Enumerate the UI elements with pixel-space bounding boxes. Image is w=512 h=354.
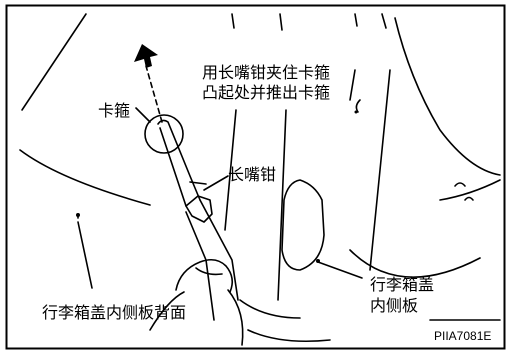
access-hole xyxy=(281,179,325,271)
leader-pliers xyxy=(203,175,229,191)
inner-panel-label-line-1: 行李箱盖 xyxy=(370,275,435,294)
leader-inner-panel xyxy=(317,261,363,279)
push-direction-arrow-icon xyxy=(134,44,158,68)
clip-icon xyxy=(144,114,184,154)
panel-vertical-1 xyxy=(231,13,235,29)
panel-line-mid xyxy=(224,109,237,231)
inner-panel-label-line-2: 内侧板 xyxy=(370,296,419,315)
instruction-line-1: 用长嘴钳夹住卡箍 xyxy=(202,63,331,82)
panel-small-curve-2 xyxy=(464,196,474,201)
leader-trim-back-2 xyxy=(77,221,93,289)
panel-vertical-3 xyxy=(354,13,358,27)
trim-back-label: 行李箱盖内侧板背面 xyxy=(42,303,187,322)
panel-line-right-2 xyxy=(394,17,501,176)
panel-small-curve xyxy=(454,182,466,187)
panel-vertical-2 xyxy=(279,13,283,31)
panel-line-right xyxy=(369,69,391,271)
panel-lower-curve xyxy=(349,249,481,278)
leader-clip xyxy=(135,107,151,123)
hand-icon xyxy=(149,258,331,346)
instruction-line-2: 凸起处并推出卡箍 xyxy=(202,83,331,102)
trim-back-dot xyxy=(76,213,80,217)
pliers-label: 长嘴钳 xyxy=(228,165,277,184)
c-mark xyxy=(354,110,358,114)
panel-curve-inner xyxy=(439,179,501,201)
panel-edge-left-lower xyxy=(19,149,151,206)
push-direction-line xyxy=(145,65,163,123)
panel-edge-left xyxy=(21,13,87,111)
clip-label: 卡箍 xyxy=(98,101,131,120)
panel-vertical-4 xyxy=(381,13,387,29)
inner-panel-dot xyxy=(316,259,320,263)
panel-line-mid-2 xyxy=(277,109,287,301)
panel-line-c xyxy=(355,99,361,113)
panel-line-mid-3 xyxy=(349,69,356,101)
diagram-border xyxy=(5,4,506,350)
figure-code: PIIA7081E xyxy=(434,329,492,343)
